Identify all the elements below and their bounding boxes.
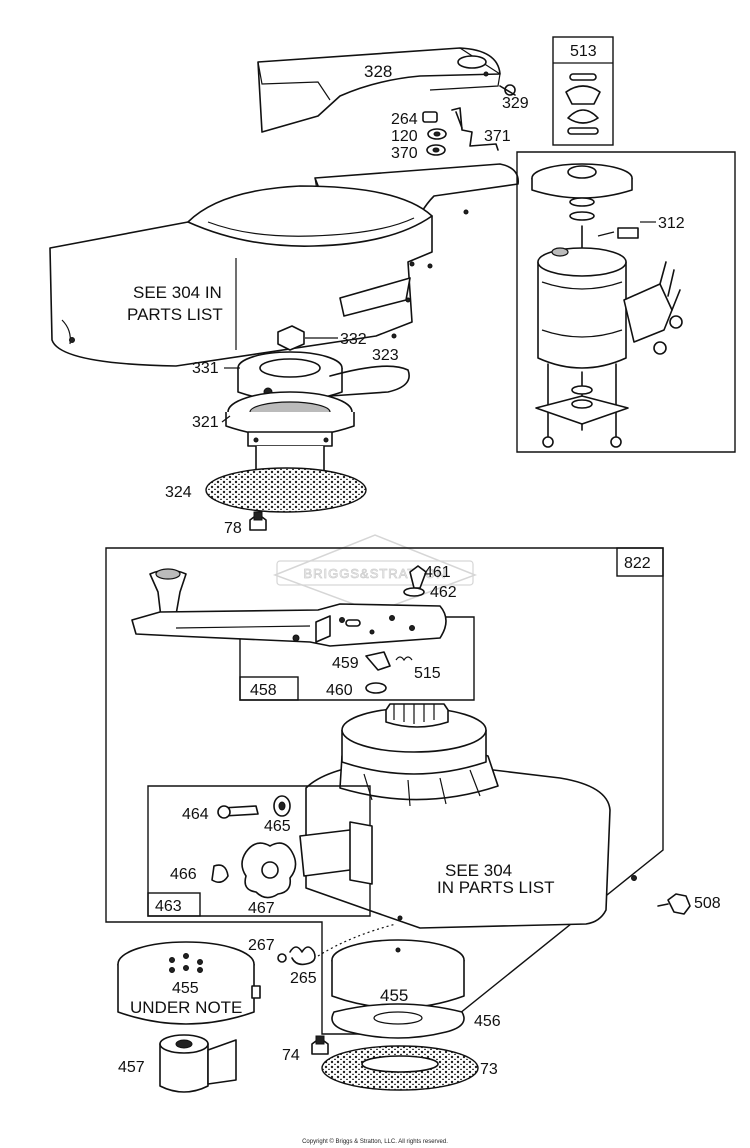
- label-464: 464: [182, 806, 209, 823]
- label-467: 467: [248, 900, 275, 917]
- label-513: 513: [570, 43, 597, 60]
- part-73-screen: [311, 1035, 479, 1091]
- note-lower-line2: IN PARTS LIST: [437, 878, 554, 897]
- pulley-assembly: [205, 325, 410, 531]
- spring-265: [277, 923, 397, 966]
- label-120: 120: [391, 128, 418, 145]
- label-822: 822: [624, 555, 651, 572]
- label-328: 328: [364, 62, 392, 81]
- label-370: 370: [391, 145, 418, 162]
- label-465: 465: [264, 818, 291, 835]
- label-267: 267: [248, 937, 275, 954]
- part-labels: 328 329 264 120 371 370 513 312 332 323 …: [118, 43, 721, 1078]
- note-lower-line1: SEE 304: [445, 861, 512, 880]
- label-458: 458: [250, 682, 277, 699]
- label-455-right: 455: [380, 986, 408, 1005]
- label-457: 457: [118, 1059, 145, 1076]
- label-329: 329: [502, 95, 529, 112]
- part-463-assembly: [147, 785, 373, 917]
- part-513-kit: [552, 36, 614, 146]
- label-462: 462: [430, 584, 457, 601]
- bracket-328: [257, 47, 501, 133]
- blower-housing-upper: [49, 185, 433, 367]
- label-264: 264: [391, 111, 418, 128]
- small-hardware: [422, 84, 516, 156]
- part-457: [159, 1034, 237, 1093]
- label-455-left: 455: [172, 980, 199, 997]
- label-456: 456: [474, 1013, 501, 1030]
- label-466: 466: [170, 866, 197, 883]
- motor-assembly: [516, 151, 736, 453]
- label-74: 74: [282, 1047, 300, 1064]
- label-515: 515: [414, 665, 441, 682]
- label-332: 332: [340, 331, 367, 348]
- label-508: 508: [694, 895, 721, 912]
- bolt-508: [657, 893, 691, 915]
- note-upper-line2: PARTS LIST: [127, 305, 223, 324]
- label-463: 463: [155, 898, 182, 915]
- part-455-right: [331, 939, 465, 1039]
- label-312: 312: [658, 215, 685, 232]
- label-324: 324: [165, 484, 192, 501]
- watermark-text: BRIGGS&STRATTON: [303, 566, 446, 581]
- notes: SEE 304 IN PARTS LIST SEE 304 IN PARTS L…: [127, 283, 554, 1017]
- label-265: 265: [290, 970, 317, 987]
- label-331: 331: [192, 360, 219, 377]
- part-455-left: [117, 941, 261, 1025]
- label-73: 73: [480, 1061, 498, 1078]
- label-78: 78: [224, 520, 242, 537]
- watermark-logo: BRIGGS&STRATTON: [272, 534, 478, 613]
- blower-housing-lower: [305, 703, 637, 929]
- label-460: 460: [326, 682, 353, 699]
- label-461: 461: [424, 564, 451, 581]
- label-371: 371: [484, 128, 511, 145]
- copyright-text: Copyright © Briggs & Stratton, LLC. All …: [302, 1138, 448, 1145]
- note-upper-line1: SEE 304 IN: [133, 283, 222, 302]
- part-458-control: [131, 565, 475, 701]
- note-under: UNDER NOTE: [130, 998, 242, 1017]
- label-321: 321: [192, 414, 219, 431]
- label-459: 459: [332, 655, 359, 672]
- label-323: 323: [372, 347, 399, 364]
